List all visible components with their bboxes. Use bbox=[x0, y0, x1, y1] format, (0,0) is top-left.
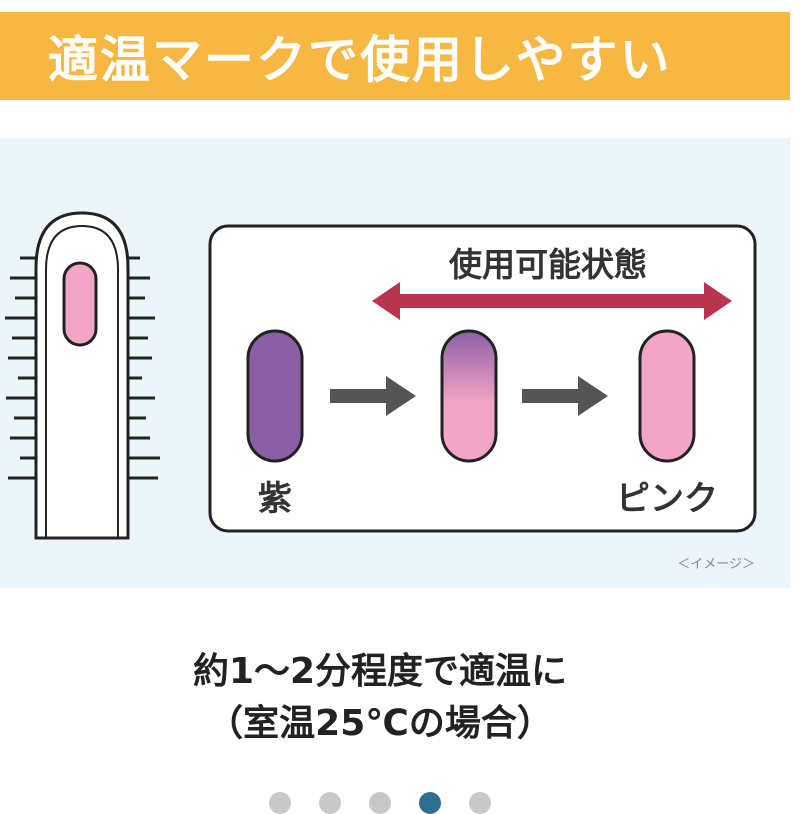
state-end-label: ピンク bbox=[616, 479, 718, 519]
brush-handle-inner bbox=[45, 224, 119, 538]
usable-range-arrow bbox=[372, 282, 732, 320]
banner-title: 適温マークで使用しやすい bbox=[48, 31, 672, 89]
step-arrow-1 bbox=[330, 376, 416, 416]
brush-bristles bbox=[5, 256, 160, 480]
caption: 約1〜2分程度で適温に （室温25℃の場合） bbox=[0, 646, 760, 750]
pager-dot[interactable] bbox=[469, 792, 491, 814]
range-label: 使用可能状態 bbox=[449, 245, 647, 284]
mark-purple bbox=[246, 329, 304, 463]
illustration-svg: 使用可能状態 紫 ピンク ＜イメージ＞ bbox=[5, 211, 757, 572]
state-start-label: 紫 bbox=[258, 479, 292, 519]
pager-dot[interactable] bbox=[319, 792, 341, 814]
brush-handle bbox=[34, 211, 130, 540]
caption-line-1: 約1〜2分程度で適温に bbox=[192, 651, 568, 692]
step-arrow-2 bbox=[522, 376, 608, 416]
mark-pink bbox=[638, 329, 696, 463]
temperature-mark-illustration: 使用可能状態 紫 ピンク ＜イメージ＞ bbox=[0, 138, 790, 588]
mark-transition bbox=[440, 329, 498, 463]
caption-line-2: （室温25℃の場合） bbox=[207, 703, 553, 744]
pager-dot[interactable] bbox=[369, 792, 391, 814]
brush-temperature-mark bbox=[62, 261, 98, 347]
carousel-pager bbox=[0, 792, 760, 814]
header-banner: 適温マークで使用しやすい bbox=[0, 12, 790, 100]
image-note: ＜イメージ＞ bbox=[677, 557, 755, 572]
pager-dot[interactable] bbox=[419, 792, 441, 814]
pager-dot[interactable] bbox=[269, 792, 291, 814]
